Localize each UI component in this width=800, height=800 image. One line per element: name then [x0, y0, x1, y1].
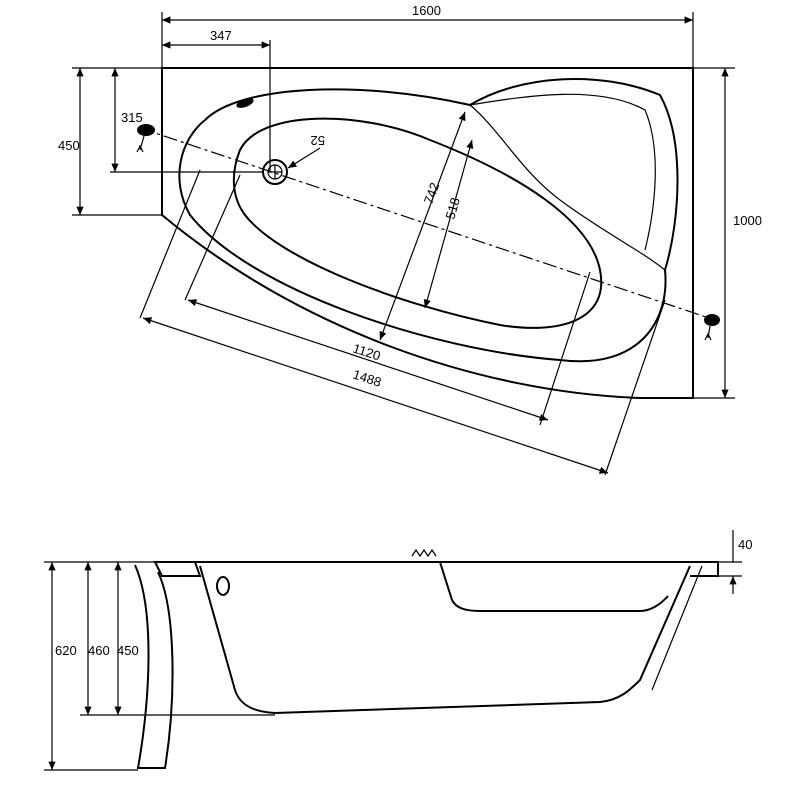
overflow-hole [216, 576, 230, 596]
dim-label-1488: 1488 [351, 367, 383, 390]
level-symbol [411, 548, 437, 558]
backrest-profile [439, 561, 669, 612]
dim-label-450-side: 450 [117, 643, 139, 658]
rim-right [690, 561, 719, 577]
tub-outline [161, 67, 694, 399]
dim-label-742: 742 [421, 181, 443, 207]
dim-label-347: 347 [210, 28, 232, 43]
faucet-icon-right [704, 314, 720, 341]
drain-icon [262, 159, 288, 185]
apron-panel [134, 564, 174, 769]
dim-label-315: 315 [121, 110, 143, 125]
dim-label-1600: 1600 [412, 3, 441, 18]
dim-label-450: 450 [58, 138, 80, 153]
centerline [139, 127, 716, 321]
side-view: 620 460 450 40 [44, 530, 752, 771]
dim-label-518: 518 [442, 196, 462, 221]
faucet-icon-left [136, 124, 155, 153]
rim-left [153, 561, 202, 577]
tub-rim [178, 78, 679, 363]
top-view: 1600 347 450 315 52 1000 742 518 1120 14… [58, 3, 762, 476]
tub-body-profile [199, 565, 691, 715]
dim-label-40: 40 [738, 537, 752, 552]
dim-label-620: 620 [55, 643, 77, 658]
tub-basin [232, 117, 603, 329]
dim-label-460: 460 [88, 643, 110, 658]
overflow-icon [236, 98, 254, 108]
tub-seat [469, 93, 666, 271]
dim-line-1488 [142, 317, 609, 474]
dim-label-1000: 1000 [733, 213, 762, 228]
dim-line-52 [287, 147, 321, 169]
dim-line-518 [423, 139, 474, 309]
dim-label-52: 52 [311, 133, 325, 148]
